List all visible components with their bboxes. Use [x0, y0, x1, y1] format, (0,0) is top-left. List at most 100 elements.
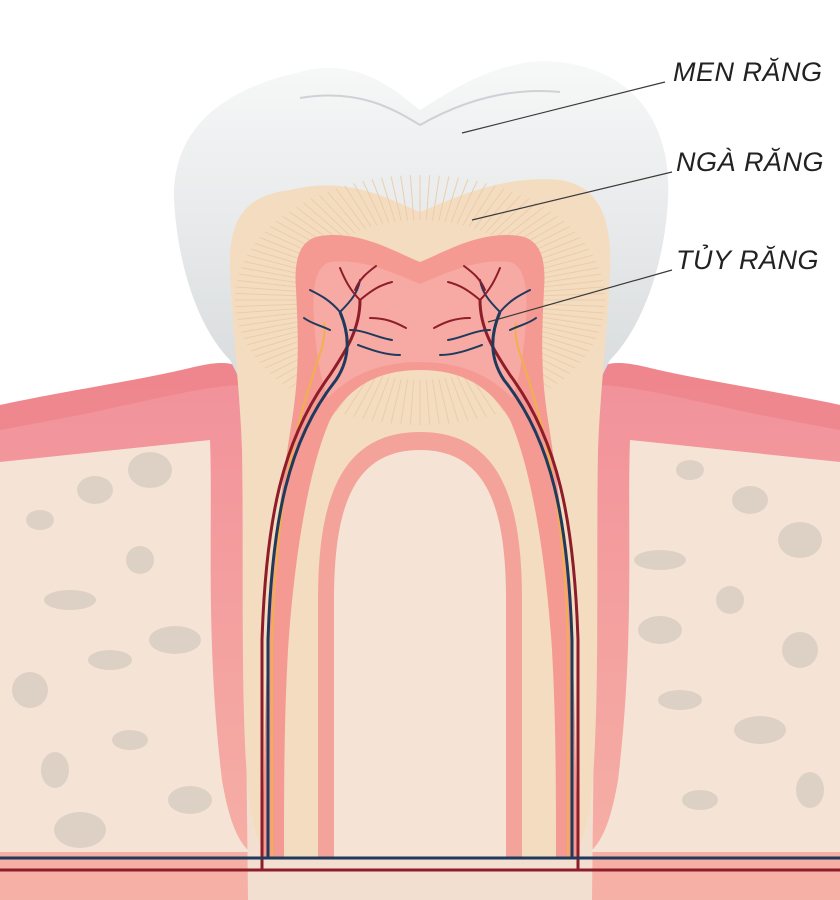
- dentin-tubule: [237, 279, 302, 288]
- dentin-tubule: [390, 176, 402, 222]
- dentin-tubule: [425, 175, 431, 221]
- vessel-branches-left: [303, 265, 407, 356]
- dentin-tubule: [534, 324, 597, 340]
- vein: [0, 311, 840, 860]
- bone-spot: [716, 586, 744, 614]
- bone-spot: [734, 716, 786, 744]
- bone-spot: [54, 812, 106, 848]
- dentin-tubule: [409, 175, 415, 221]
- dentin-tubule: [335, 188, 366, 230]
- dentin-tubule: [381, 378, 396, 423]
- dentin-tubule: [381, 177, 396, 222]
- dentin-tubule: [538, 279, 603, 288]
- bone-spot: [168, 786, 212, 814]
- dentin-tubule: [537, 316, 602, 327]
- bone-spot: [658, 690, 702, 710]
- bone-spot: [77, 476, 113, 504]
- bone-spot: [112, 730, 148, 750]
- dentin-tubule: [310, 198, 350, 236]
- dentin-tubule: [535, 267, 599, 280]
- dentin-tubule: [462, 374, 487, 417]
- dentin-tubule: [362, 180, 384, 225]
- bone-spot: [128, 452, 172, 488]
- bone-spot: [634, 550, 686, 570]
- artery: [0, 299, 840, 872]
- dentin-tubule: [235, 303, 301, 308]
- dentin-tubule: [295, 206, 341, 241]
- gum-left-edge: [0, 363, 244, 430]
- dentin-tubule: [235, 292, 301, 297]
- leader-enamel: [461, 81, 666, 134]
- dentin-tubule: [241, 320, 305, 333]
- dentin-tubule: [318, 194, 356, 234]
- bone-spot: [778, 522, 822, 558]
- bone-spot: [782, 632, 818, 668]
- bone-right: [590, 440, 840, 852]
- bone-spot: [26, 510, 54, 530]
- bone-spot: [682, 790, 718, 810]
- bone-spot: [676, 460, 704, 480]
- dentin-tubule: [474, 188, 505, 230]
- dentin-tubule: [444, 177, 459, 222]
- bone-spot: [126, 546, 154, 574]
- pulp: [262, 234, 578, 859]
- dentin-tubule: [243, 324, 306, 340]
- bone-spot: [638, 616, 682, 644]
- dentin-tubule: [362, 375, 384, 420]
- label-pulp: TỦY RĂNG: [676, 242, 819, 275]
- dentin-tubule: [537, 273, 602, 284]
- bone-spot: [44, 590, 96, 610]
- dentin-tubule: [432, 175, 440, 221]
- bone-spot: [796, 772, 824, 808]
- dentin-tubule: [371, 179, 390, 223]
- bone-spot: [732, 486, 768, 514]
- dentin-tubule: [438, 176, 450, 222]
- dentin-tubule: [353, 374, 378, 417]
- dentin-tubule: [241, 267, 305, 280]
- dentin-tubule: [539, 292, 605, 297]
- dentin-tubule: [425, 379, 431, 425]
- dentin-tubule: [235, 286, 301, 293]
- dentin-tubule: [534, 260, 597, 276]
- dentin-tubule: [344, 185, 372, 228]
- leader-pulp: [487, 269, 673, 323]
- label-dentin: NGÀ RĂNG: [676, 147, 824, 177]
- dentin-tubule: [390, 378, 402, 424]
- dentin-tubule: [479, 191, 513, 232]
- dentin-tubule: [450, 377, 469, 421]
- dentin-tubule: [538, 312, 603, 321]
- dentin-tubule: [353, 183, 378, 226]
- dentin-tubule: [490, 198, 530, 236]
- dentin-tubule: [484, 194, 522, 234]
- bone-left: [0, 440, 250, 852]
- inter-root-bone: [334, 450, 506, 858]
- bone-spot: [88, 650, 132, 670]
- gum-right-edge: [596, 363, 840, 430]
- dentin-tubule: [238, 273, 303, 284]
- leader-dentin: [471, 171, 673, 221]
- dentin-tubule: [243, 260, 306, 276]
- label-enamel: MEN RĂNG: [673, 57, 823, 87]
- dentin-tubule: [400, 175, 408, 221]
- dentin-tubule: [444, 378, 459, 423]
- dentin-tubule: [456, 375, 478, 420]
- dentin-tubule: [499, 206, 545, 241]
- dentin-tubule: [235, 307, 301, 314]
- dentin-tubule: [409, 379, 415, 425]
- dentin-tubule: [539, 286, 605, 293]
- enamel-groove: [299, 90, 561, 127]
- dentin-tubule: [237, 312, 302, 321]
- dentin-tubule: [462, 183, 487, 226]
- bone-spot: [12, 672, 48, 708]
- vessel-branches-right: [433, 265, 537, 356]
- dentin-tubule: [327, 191, 361, 232]
- dentin-tubule: [535, 320, 599, 333]
- dentin-tubule: [371, 377, 390, 421]
- dentin-tubule: [539, 307, 605, 314]
- dentin-tubule: [238, 316, 303, 327]
- dentin-tubule: [495, 202, 537, 239]
- dentin-tubule: [303, 202, 345, 239]
- bone-spot: [149, 626, 201, 654]
- dentin-tubule: [456, 180, 478, 225]
